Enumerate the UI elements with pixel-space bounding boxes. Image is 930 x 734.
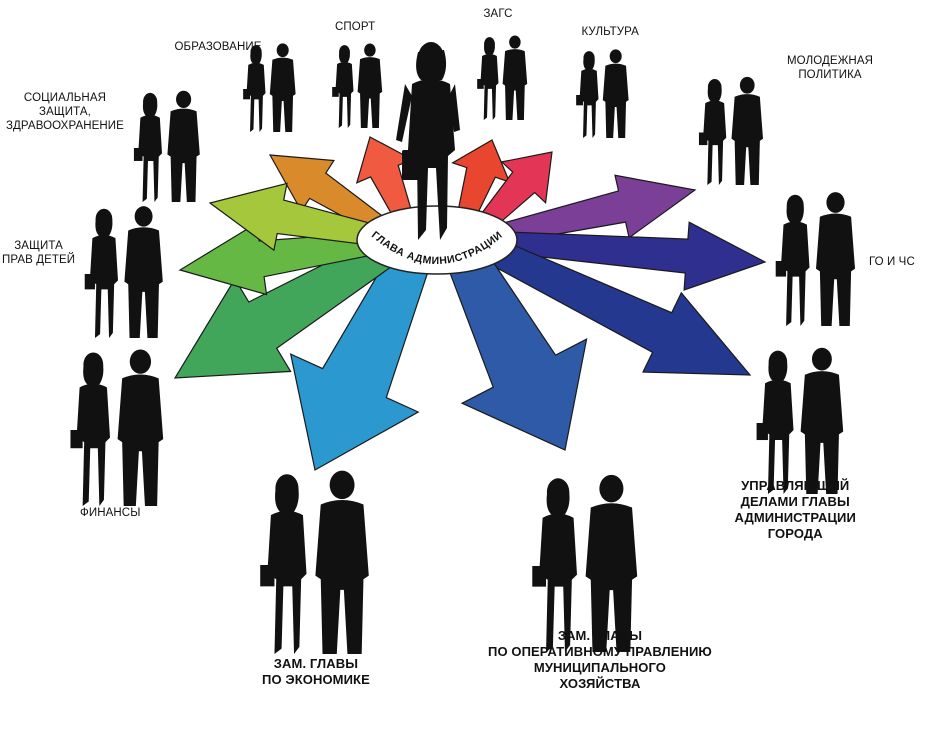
unit-label-kultura: КУЛЬТУРА [581,26,639,38]
arrow-molodezh [493,174,697,246]
businessman-pair-silhouette-icon [576,49,629,138]
arrow-finansy [173,237,394,379]
arrow-zam-ekonomika [289,253,429,471]
unit-label-zam-ekonomika: ЗАМ. ГЛАВЫ ПО ЭКОНОМИКЕ [262,656,370,687]
arrow-upravlyayushchiy [485,237,752,376]
unit-label-zam-hozyaystvo: ЗАМ. ГЛАВЫ ПО ОПЕРАТИВНОМУ ПРАВЛЕНИЮ МУН… [488,628,712,691]
unit-label-socialnaya: СОЦИАЛЬНАЯ ЗАЩИТА, ЗДРАВООХРАНЕНИЕ [6,92,124,132]
businessman-pair-silhouette-icon [332,43,383,128]
businesswoman-silhouette-icon [396,42,460,240]
arrow-zam-hozyaystvo [448,251,588,451]
businessman-pair-silhouette-icon [260,470,369,654]
unit-label-upravlyayushchiy: УПРАВЛЯЮЩИЙ ДЕЛАМИ ГЛАВЫ АДМИНИСТРАЦИИ Г… [734,478,856,541]
unit-label-zags: ЗАГС [483,8,513,20]
center-hub [356,205,518,275]
unit-label-finansy: ФИНАНСЫ [80,507,141,519]
businessman-pair-silhouette-icon [70,349,164,506]
figures-layer [70,35,855,654]
businessman-pair-silhouette-icon [243,43,296,132]
unit-label-molodezh: МОЛОДЕЖНАЯ ПОЛИТИКА [787,55,873,81]
businessman-pair-silhouette-icon [775,192,855,326]
businessman-pair-silhouette-icon [698,76,763,185]
businessman-pair-silhouette-icon [133,90,200,202]
businessman-pair-silhouette-icon [84,206,163,338]
arrow-go-chs [495,221,767,291]
businessman-pair-silhouette-icon [532,474,638,652]
businessman-pair-silhouette-icon [477,35,528,120]
unit-label-sport: СПОРТ [335,21,376,33]
unit-label-go-chs: ГО И ЧС [869,256,915,268]
unit-label-obrazovanie: ОБРАЗОВАНИЕ [174,41,262,53]
businessman-pair-silhouette-icon [756,347,844,494]
arrows-layer [173,136,767,471]
arrow-kultura [477,151,553,232]
unit-label-zashchita-detey: ЗАЩИТА ПРАВ ДЕТЕЙ [2,240,76,266]
